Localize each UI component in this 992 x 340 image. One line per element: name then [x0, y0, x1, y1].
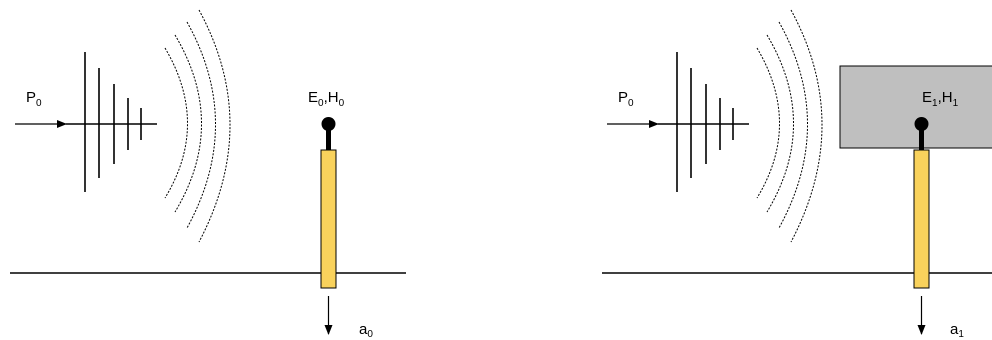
probe-tip-icon	[914, 117, 929, 131]
probe-body	[320, 149, 337, 289]
wavefront-icon	[756, 9, 823, 243]
wave-spectrum-icon	[66, 52, 157, 192]
incident-power-label: P0	[618, 89, 634, 109]
probe-stem	[326, 127, 331, 150]
wave-spectrum-icon	[658, 52, 749, 192]
field-label: E0,H0	[308, 89, 345, 109]
output-label: a0	[359, 321, 373, 340]
panel-right: P0 E1,H1 a1	[602, 9, 992, 340]
probe-tip-icon	[321, 117, 336, 131]
wavefront-icon	[164, 9, 231, 243]
probe-body	[913, 149, 930, 289]
field-label: E1,H1	[922, 89, 959, 109]
enclosure-box	[839, 65, 992, 149]
incident-power-label: P0	[26, 89, 42, 109]
probe-stem	[919, 127, 924, 150]
panel-left: P0 E0,H0 a0	[10, 9, 406, 340]
output-label: a1	[950, 321, 964, 340]
